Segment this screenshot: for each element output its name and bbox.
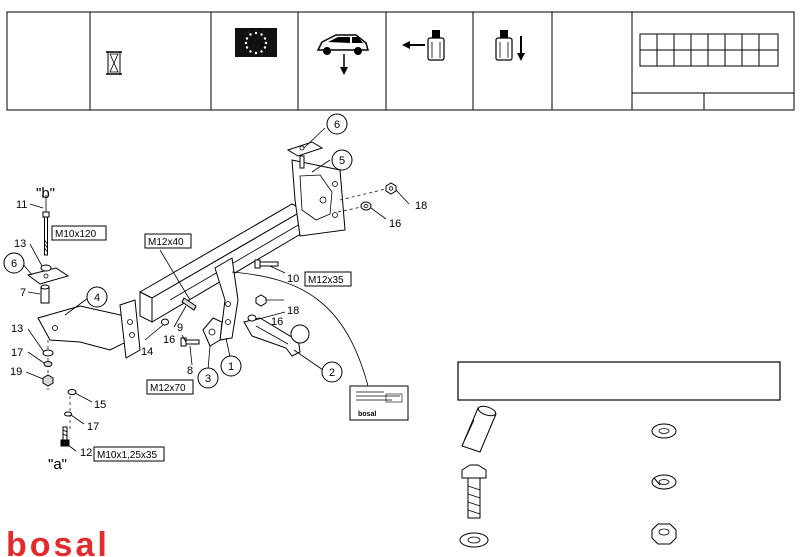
washer-13-bottom (42, 349, 54, 357)
washer-14 (161, 318, 169, 326)
washer-17-left (43, 361, 53, 367)
svg-text:6: 6 (11, 258, 17, 270)
spacer-tube-icon (461, 405, 497, 453)
label-11: 11 (16, 199, 27, 211)
socket-plate-3 (202, 317, 223, 347)
svg-text:4: 4 (94, 292, 100, 304)
washer-17-a (64, 411, 72, 417)
label-8: 8 (187, 365, 193, 377)
box-m12x70: M12x70 (146, 379, 194, 395)
box-m10x125x35: M10x1,25x35 (93, 446, 165, 462)
box-m10x120: M10x120 (51, 225, 107, 241)
label-18-right: 18 (415, 200, 427, 212)
leader-lines (21, 127, 410, 452)
horizontal-load-icon (402, 30, 445, 61)
top-bracket-6 (286, 141, 324, 169)
spacer-7 (40, 284, 50, 304)
bolt-9 (159, 249, 197, 311)
washer-icon (651, 423, 677, 439)
hex-bolt-icon (461, 464, 487, 519)
washer-13-top (40, 264, 52, 272)
bosal-logo: bosal (6, 526, 110, 557)
svg-text:M12x70: M12x70 (150, 383, 186, 394)
bolt-11 (42, 211, 50, 256)
box-m12x40: M12x40 (144, 233, 192, 249)
callout-6-top: 6 (326, 113, 348, 135)
label-16-right: 16 (389, 218, 401, 230)
right-bracket (291, 159, 346, 237)
nut-19 (42, 374, 54, 387)
hardware-panel (457, 361, 781, 548)
callout-6-left: 6 (3, 252, 25, 274)
label-18-center: 18 (287, 305, 299, 317)
svg-text:M10x120: M10x120 (55, 229, 97, 240)
spring-washer-icon (651, 474, 677, 490)
left-bracket-4 (37, 299, 141, 359)
label-7: 7 (20, 287, 26, 299)
bolt-10 (254, 259, 279, 269)
data-grid (632, 33, 794, 110)
label-16-left: 16 (163, 334, 175, 346)
car-load-icon (316, 34, 369, 75)
label-10: 10 (287, 273, 299, 285)
callout-3: 3 (197, 367, 219, 389)
label-12: 12 (80, 447, 92, 459)
svg-text:6: 6 (334, 119, 340, 131)
tow-ball-2 (243, 317, 310, 357)
box-m12x35: M12x35 (304, 271, 352, 287)
label-16-center: 16 (271, 316, 283, 328)
ball-mount-plate-1 (214, 257, 239, 341)
washer-15 (67, 389, 77, 395)
svg-text:M12x35: M12x35 (308, 275, 344, 286)
bolt-8 (180, 337, 200, 347)
callout-4: 4 (86, 286, 108, 308)
svg-text:5: 5 (339, 155, 345, 167)
label-13-top: 13 (14, 238, 26, 250)
type-plate-brand: bosal (358, 411, 376, 418)
label-14: 14 (141, 346, 153, 358)
label-19: 19 (10, 366, 22, 378)
label-17-a: 17 (87, 421, 99, 433)
bosal-logo-text: bosal (6, 526, 110, 557)
svg-text:2: 2 (329, 367, 335, 379)
flat-washer-icon (459, 532, 489, 548)
label-13-bottom: 13 (11, 323, 23, 335)
callout-1: 1 (220, 355, 242, 377)
svg-text:3: 3 (205, 373, 211, 385)
label-a: "a" (48, 456, 67, 473)
exploded-view: bosal (3, 113, 427, 473)
svg-text:1: 1 (228, 361, 234, 373)
bolt-12 (60, 426, 70, 447)
callout-2: 2 (321, 361, 343, 383)
hourglass-icon (106, 51, 122, 75)
nut-18-center (255, 294, 267, 307)
label-15: 15 (94, 399, 106, 411)
label-17-left: 17 (11, 347, 23, 359)
washer-16-center (247, 314, 257, 322)
label-9: 9 (177, 322, 183, 334)
callout-5: 5 (331, 149, 353, 171)
washer-16-right (360, 201, 372, 211)
hex-nut-icon (651, 523, 677, 545)
svg-text:M10x1,25x35: M10x1,25x35 (97, 450, 157, 461)
crossbar-beam (138, 203, 306, 323)
vertical-load-icon (495, 30, 525, 61)
nut-18-right (385, 182, 397, 195)
label-b: "b" (36, 185, 55, 202)
svg-text:M12x40: M12x40 (148, 237, 184, 248)
type-plate: bosal (349, 385, 409, 421)
header-table (6, 11, 795, 111)
eu-flag-icon (235, 28, 277, 57)
